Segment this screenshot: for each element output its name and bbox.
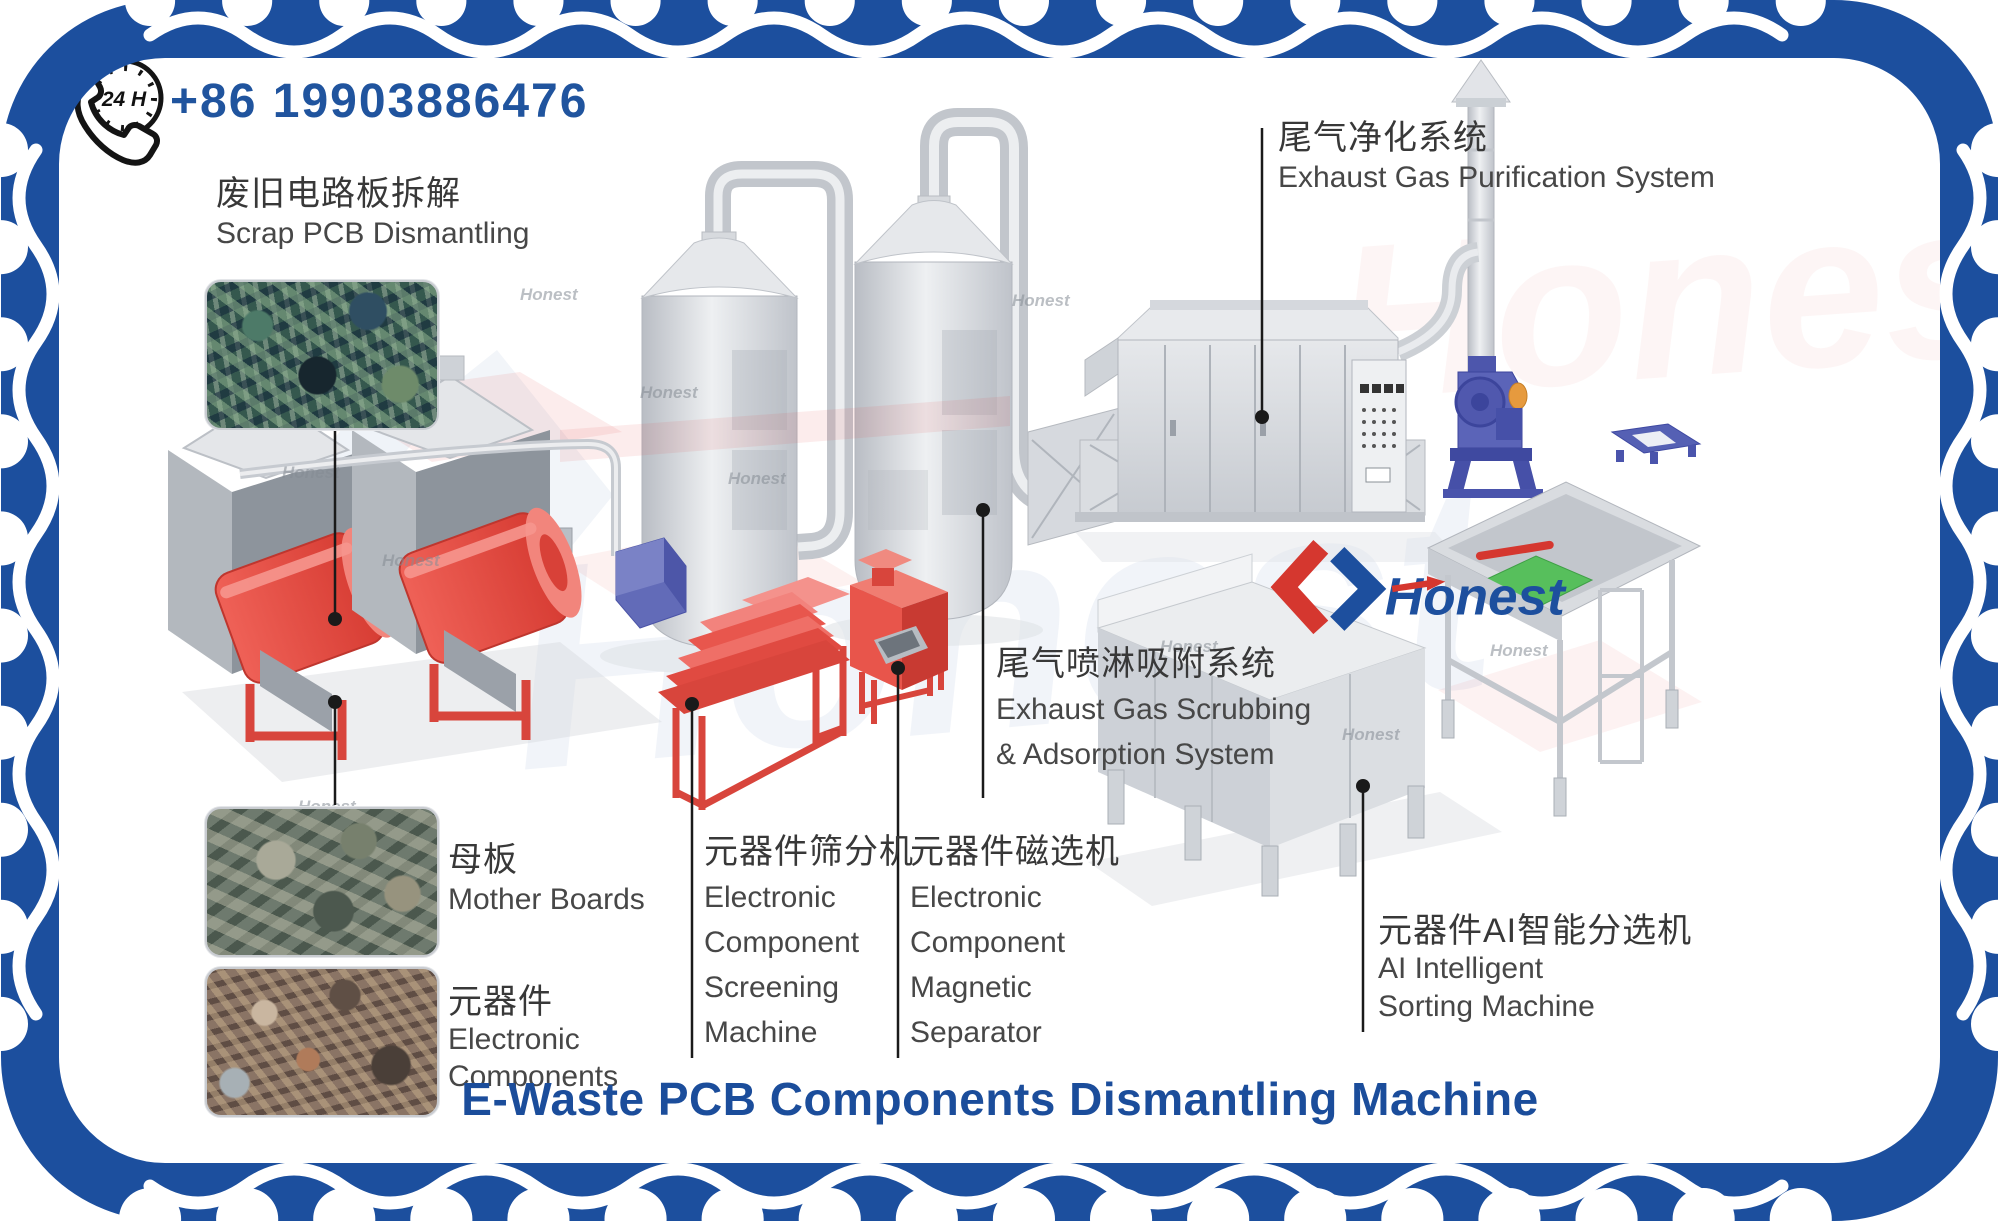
logo-red-chevron-icon	[1270, 540, 1329, 635]
components-photo	[205, 967, 439, 1117]
label-ai-sorting: 元器件AI智能分选机 AI Intelligent Sorting Machin…	[1378, 912, 1693, 1023]
label-scrap-pcb: 废旧电路板拆解 Scrap PCB Dismantling	[216, 175, 530, 250]
phone-24h-icon: 24 H	[74, 58, 164, 166]
mother-boards-photo	[205, 807, 439, 957]
label-purification-system: 尾气净化系统 Exhaust Gas Purification System	[1278, 119, 1715, 194]
svg-text:Honest: Honest	[640, 383, 699, 402]
phone-number: +86 19903886476	[170, 75, 589, 128]
svg-text:Honest: Honest	[520, 285, 579, 304]
svg-text:Honest: Honest	[1012, 291, 1071, 310]
honest-logo: Honest	[1270, 540, 1567, 635]
poster-title: E-Waste PCB Components Dismantling Machi…	[461, 1073, 1539, 1125]
svg-text:Honest: Honest	[1342, 725, 1401, 744]
label-magnetic-separator: 元器件磁选机 Electronic Component Magnetic Sep…	[910, 833, 1120, 1049]
label-screening-machine: 元器件筛分机 Electronic Component Screening Ma…	[704, 833, 914, 1049]
svg-text:Honest: Honest	[382, 551, 441, 570]
blue-pallet	[1610, 423, 1702, 464]
scrap-pcb-photo	[205, 280, 439, 430]
svg-text:Honest: Honest	[282, 463, 341, 482]
label-scrubbing-system: 尾气喷淋吸附系统 Exhaust Gas Scrubbing & Adsorpt…	[996, 645, 1312, 771]
logo-wordmark: Honest	[1385, 568, 1567, 627]
svg-text:Honest: Honest	[728, 469, 787, 488]
logo-blue-chevron-icon	[1330, 547, 1387, 631]
label-mother-boards: 母板 Mother Boards	[448, 841, 645, 916]
svg-text:24 H: 24 H	[101, 88, 147, 111]
svg-text:Honest: Honest	[1490, 641, 1549, 660]
